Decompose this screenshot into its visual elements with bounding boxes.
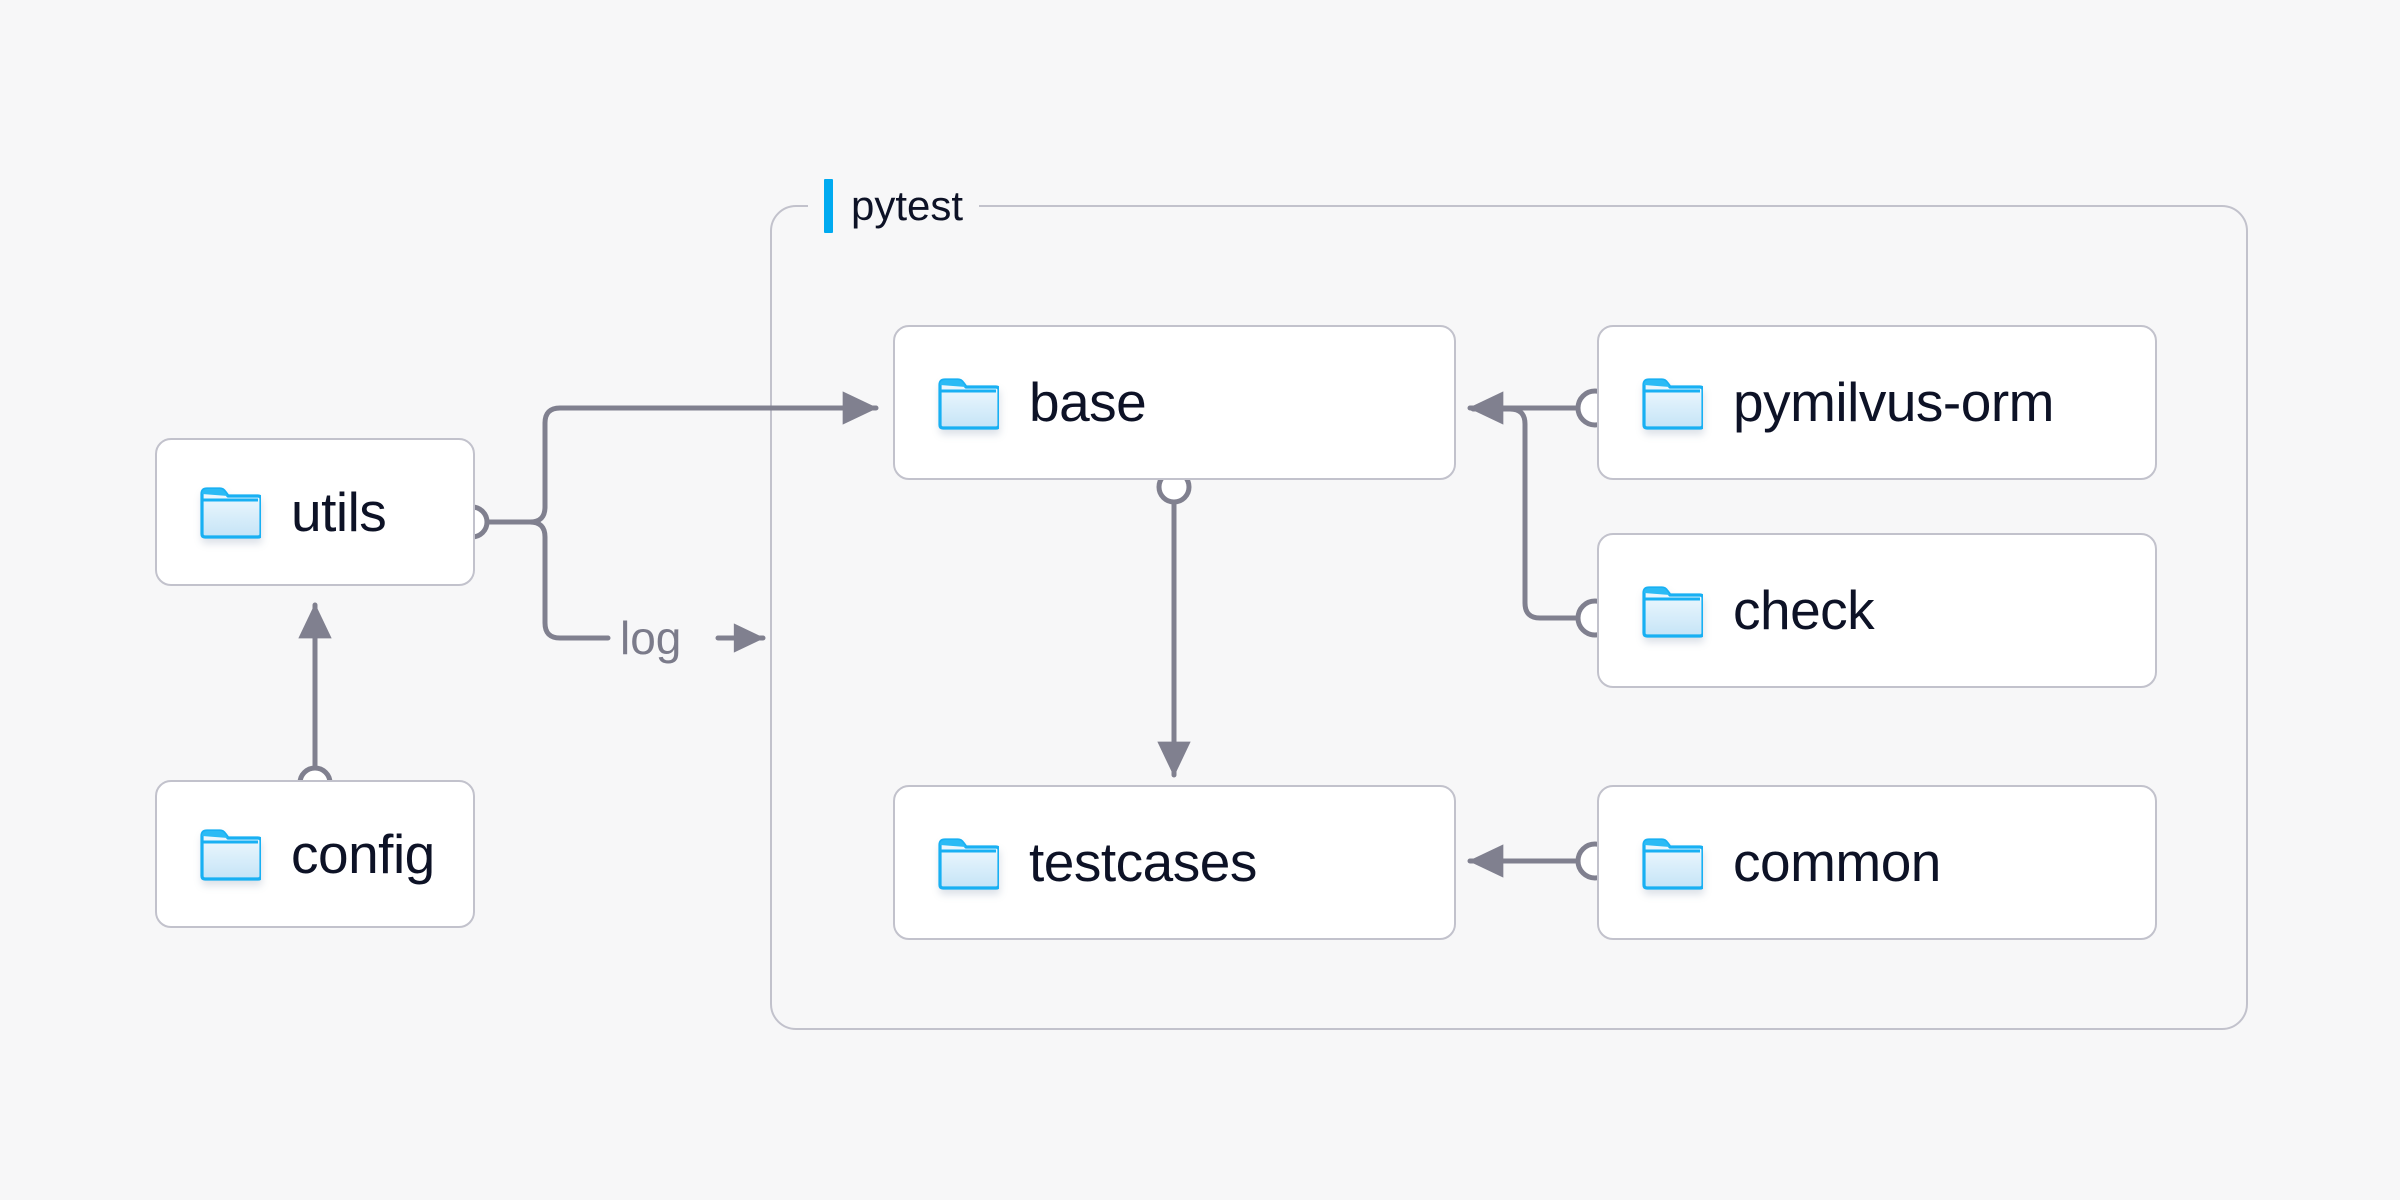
pytest-group-frame <box>770 205 2248 1030</box>
node-label: utils <box>291 480 387 543</box>
node-label: config <box>291 822 435 885</box>
folder-icon <box>1641 376 1703 430</box>
folder-icon <box>199 827 261 881</box>
folder-icon <box>199 485 261 539</box>
edge-label-log: log <box>620 612 682 664</box>
node-check[interactable]: check <box>1597 533 2157 688</box>
node-label: pymilvus-orm <box>1733 371 2054 433</box>
edge-utils-to-log <box>486 519 611 641</box>
node-common[interactable]: common <box>1597 785 2157 940</box>
node-base[interactable]: base <box>893 325 1456 480</box>
node-testcases[interactable]: testcases <box>893 785 1456 940</box>
node-config[interactable]: config <box>155 780 475 928</box>
pytest-group-label: pytest <box>808 178 980 234</box>
node-label: testcases <box>1029 831 1257 893</box>
pytest-group-title: pytest <box>851 182 964 229</box>
node-label: check <box>1733 579 1875 641</box>
node-pymilvus-orm[interactable]: pymilvus-orm <box>1597 325 2157 480</box>
node-utils[interactable]: utils <box>155 438 475 586</box>
folder-icon <box>937 376 999 430</box>
accent-bar-icon <box>824 179 833 233</box>
folder-icon <box>1641 584 1703 638</box>
node-label: base <box>1029 371 1147 433</box>
node-label: common <box>1733 831 1941 893</box>
folder-icon <box>937 836 999 890</box>
folder-icon <box>1641 836 1703 890</box>
